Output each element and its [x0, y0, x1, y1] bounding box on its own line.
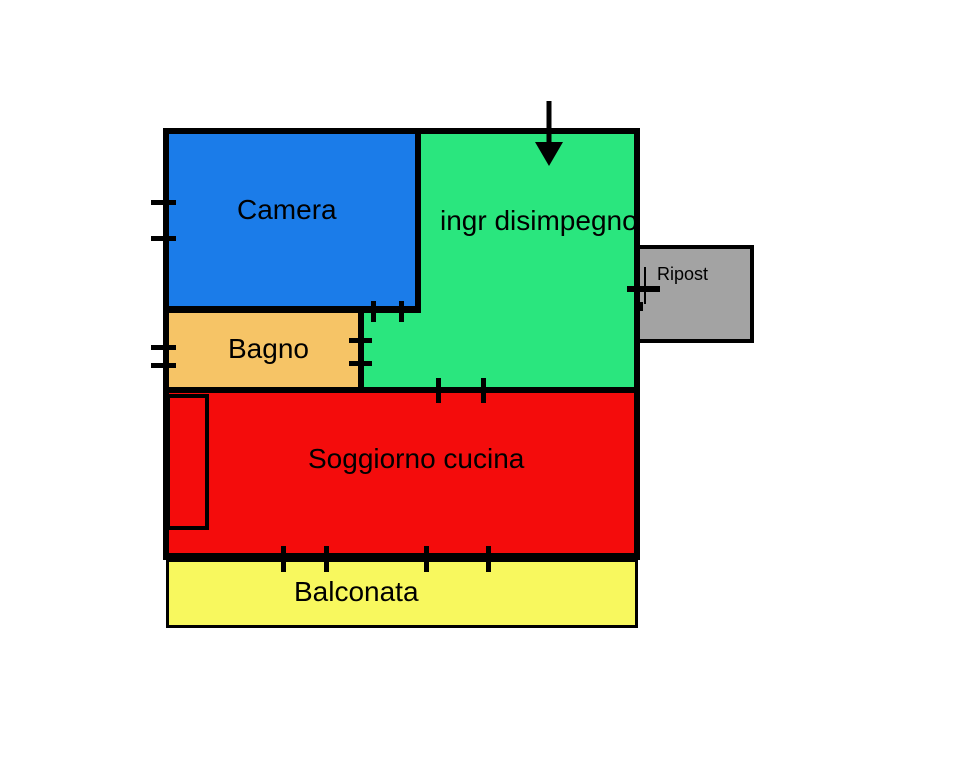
wall-segment-camera-bottom [163, 306, 421, 313]
wall-segment-top [163, 128, 640, 134]
door-window-tick [349, 338, 372, 343]
door-window-tick [151, 236, 176, 241]
ripost-door-tick [627, 286, 660, 292]
wall-segment-right [634, 128, 640, 560]
closet-outline [166, 394, 209, 530]
door-window-tick [151, 363, 176, 368]
door-window-tick [481, 378, 486, 403]
room-label-camera: Camera [237, 194, 337, 225]
room-label-ripost: Ripost [657, 264, 709, 284]
door-window-tick [151, 345, 176, 350]
wall-segment-green-soggiorno [163, 387, 640, 393]
room-label-balconata: Balconata [294, 576, 419, 607]
door-window-tick [151, 200, 176, 205]
room-soggiorno-cucina [168, 391, 636, 556]
ripost-door-line [644, 267, 646, 304]
door-window-tick [424, 546, 429, 572]
room-bagno [168, 312, 360, 389]
room-camera [166, 131, 417, 309]
wall-segment-left [163, 128, 169, 560]
room-label-bagno: Bagno [228, 333, 309, 364]
door-window-tick [281, 546, 286, 572]
entrance-arrow-icon [535, 101, 563, 166]
wall-segment-bagno-green [358, 306, 364, 392]
wall-segment-bottom [163, 553, 640, 560]
door-window-tick [324, 546, 329, 572]
room-label-soggiorno-cucina: Soggiorno cucina [308, 443, 525, 474]
room-ingr-disimpegno-extension [361, 309, 418, 390]
door-window-tick [436, 378, 441, 403]
door-window-tick [371, 301, 376, 322]
door-window-tick [399, 301, 404, 322]
room-ingr-disimpegno [417, 131, 636, 390]
room-ripost [640, 245, 754, 343]
wall-segment-camera-green [415, 128, 421, 313]
door-window-tick [349, 361, 372, 366]
room-balconata [166, 559, 638, 628]
door-window-tick [486, 546, 491, 572]
ripost-door-stop [634, 302, 643, 311]
room-label-ingr-disimpegno: ingr disimpegno [440, 205, 638, 236]
